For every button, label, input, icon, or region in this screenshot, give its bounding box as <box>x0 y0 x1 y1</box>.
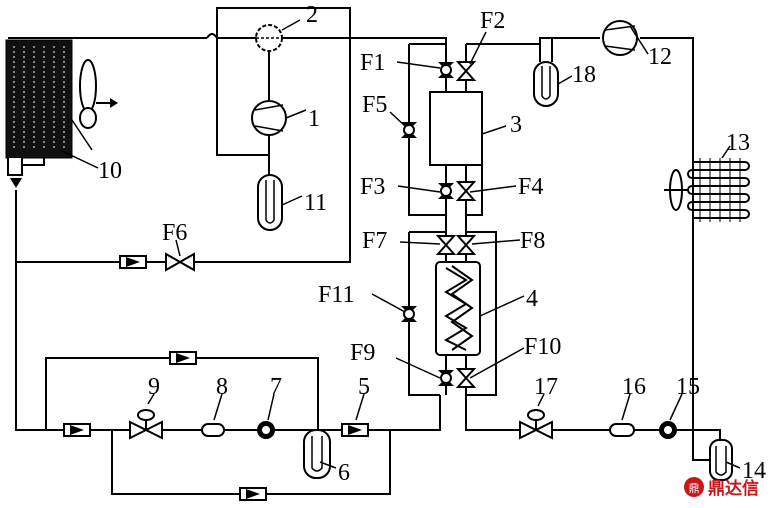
label-3: 3 <box>510 112 522 138</box>
label-4: 4 <box>526 286 538 312</box>
compressor-1 <box>251 100 287 136</box>
label-15: 15 <box>676 374 700 400</box>
filter-drier-16 <box>609 423 635 437</box>
label-14: 14 <box>742 458 766 484</box>
label-5: 5 <box>358 374 370 400</box>
expansion-valve-17 <box>519 409 553 440</box>
compressor-12 <box>602 20 638 56</box>
label-17: 17 <box>534 374 558 400</box>
pipe-left-loop <box>15 190 441 431</box>
watermark-text: 鼎达信 <box>708 478 759 499</box>
label-18: 18 <box>572 62 596 88</box>
svg-text:鼎: 鼎 <box>689 482 700 495</box>
separator-14 <box>709 439 733 481</box>
label-13: 13 <box>726 130 750 156</box>
label-16: 16 <box>622 374 646 400</box>
label-f1: F1 <box>360 50 385 76</box>
expansion-valve-9 <box>129 409 163 440</box>
label-f10: F10 <box>524 334 561 360</box>
solenoid-valve-f1 <box>438 62 454 78</box>
label-f7: F7 <box>362 228 387 254</box>
leader-lines <box>59 19 741 469</box>
label-f2: F2 <box>480 8 505 34</box>
solenoid-valve-f9 <box>438 370 454 386</box>
pipe-network <box>8 7 721 495</box>
check-valve-5 <box>341 423 369 437</box>
check-valve-lower-bypass <box>239 487 267 501</box>
label-11: 11 <box>304 190 327 216</box>
valve-f4 <box>455 181 477 201</box>
valve-f6 <box>165 252 195 272</box>
label-f3: F3 <box>360 174 385 200</box>
pipe-bottom-right <box>465 395 721 440</box>
valve-f8 <box>455 235 477 255</box>
label-7: 7 <box>270 374 282 400</box>
label-6: 6 <box>338 460 350 486</box>
separator-6 <box>303 429 331 479</box>
check-valve-f6-line <box>119 255 147 269</box>
pipe-f11-bypass <box>408 231 446 396</box>
pipe-f5-bypass <box>408 43 446 216</box>
condenser-13 <box>664 158 750 222</box>
solenoid-valve-f3 <box>438 183 454 199</box>
label-f5: F5 <box>362 92 387 118</box>
check-valve-upper-bypass <box>169 351 197 365</box>
accumulator-11 <box>257 174 283 231</box>
heat-exchanger-3 <box>429 91 483 166</box>
label-12: 12 <box>648 44 672 70</box>
pipe-receiver-18 <box>539 38 553 62</box>
four-way-valve-2 <box>255 24 283 52</box>
solenoid-valve-f11 <box>401 306 417 322</box>
watermark-logo: 鼎 鼎达信 <box>684 477 759 499</box>
label-f8: F8 <box>520 228 545 254</box>
receiver-18 <box>533 61 559 107</box>
label-1: 1 <box>308 106 320 132</box>
label-2: 2 <box>306 2 318 28</box>
label-f9: F9 <box>350 340 375 366</box>
pipe-fourway-left <box>216 38 270 175</box>
check-valve-lower-left <box>63 423 91 437</box>
heat-exchanger-10 <box>5 39 118 188</box>
label-f6: F6 <box>162 220 187 246</box>
label-9: 9 <box>148 374 160 400</box>
label-f11: F11 <box>318 282 354 308</box>
filter-drier-8 <box>201 423 225 437</box>
label-10: 10 <box>98 158 122 184</box>
pipe-fourway-top <box>216 7 351 38</box>
label-8: 8 <box>216 374 228 400</box>
sight-glass-15 <box>659 421 677 439</box>
valve-f7 <box>435 235 457 255</box>
plate-heat-exchanger-4 <box>435 261 481 356</box>
valve-f10 <box>455 368 477 388</box>
component-labels: 2 1 11 10 3 4 18 12 13 9 8 7 5 6 17 16 1… <box>98 2 766 486</box>
label-f4: F4 <box>518 174 543 200</box>
pipe-top-main <box>8 37 447 50</box>
pipe-crossover <box>206 33 218 39</box>
valve-f2 <box>455 61 477 81</box>
sight-glass-7 <box>257 421 275 439</box>
